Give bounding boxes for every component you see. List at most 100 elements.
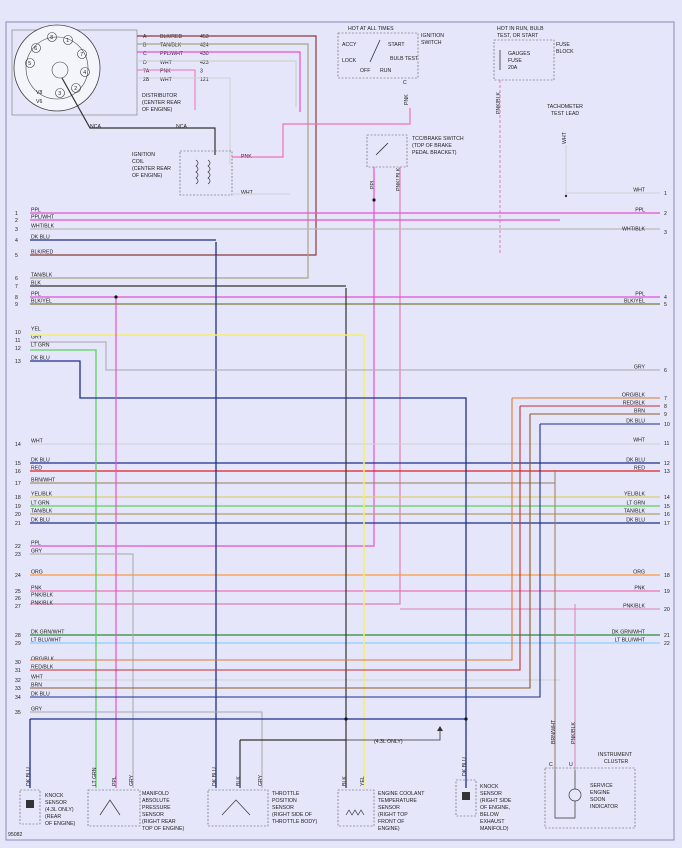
wire-pnk-3 <box>137 69 196 110</box>
coolant-temp-sensor: BLK YEL ENGINE COOLANT TEMPERATURE SENSO… <box>337 776 425 832</box>
ign-wire: PNK <box>404 94 410 105</box>
right-wire-label: ORG/BLK <box>622 393 646 399</box>
coil-label-3: (CENTER REAR <box>132 166 171 172</box>
junction-dot <box>114 295 118 299</box>
knock-right-l7: MANIFOLD) <box>480 826 509 832</box>
left-pin-number: 11 <box>15 338 20 344</box>
dist-caption-3: OF ENGINE) <box>142 107 173 113</box>
dist-v8-label: V8 <box>36 90 42 96</box>
right-wire-label: LT GRN <box>626 501 645 507</box>
left-wire-label: BLK <box>31 281 41 287</box>
wire-tan-blk <box>30 43 309 279</box>
ign-pos-run: RUN <box>380 68 391 74</box>
left-pin-number: 33 <box>15 686 21 692</box>
wire-yel-ect <box>30 334 365 788</box>
left-wire-label: PNK/BLK <box>31 593 53 599</box>
right-pin-number: 9 <box>664 412 667 418</box>
right-pin-number: 10 <box>664 422 670 428</box>
right-pin-number: 5 <box>664 302 667 308</box>
left-pin-number: 34 <box>15 695 21 701</box>
wire-red-blk <box>30 406 521 671</box>
knock-right-l1: KNOCK <box>480 784 499 790</box>
tach-label-2: TEST LEAD <box>551 111 579 117</box>
left-pin-number: 8 <box>15 295 18 301</box>
dist-pin <box>47 32 57 42</box>
wire-nca <box>61 77 216 155</box>
left-wire-label: DK BLU <box>31 518 50 524</box>
right-wire-label: PPL <box>635 208 645 214</box>
wire-gry-tps <box>30 711 263 788</box>
left-wire-label: PPL/WHT <box>31 215 55 221</box>
tcc-label-1: TCC/BRAKE SWITCH <box>412 136 464 142</box>
left-pin-number: 21 <box>15 521 21 527</box>
right-wire-label: DK GRN/WHT <box>612 630 646 636</box>
dist-term-id: 7A <box>143 68 150 74</box>
cluster-wire-2: PNK/BLK <box>571 722 577 744</box>
left-wire-label: BRN/WHT <box>31 478 56 484</box>
fuse-label-2: BLOCK <box>556 49 574 55</box>
knock-sensor-right: DK BLU KNOCK SENSOR (RIGHT SIDE OF ENGIN… <box>455 757 512 832</box>
arrow-up-icon <box>437 726 443 731</box>
ign-pos-off: OFF <box>360 68 370 74</box>
dist-pin-label: 1 <box>66 38 69 44</box>
right-pin-number: 14 <box>664 495 670 501</box>
left-wire-label: LT BLU/WHT <box>31 638 62 644</box>
instrument-cluster: INSTRUMENT CLUSTER BRN/WHT PNK/BLK C U S… <box>544 719 636 829</box>
wire-gry-map <box>30 553 134 788</box>
left-pin-number: 18 <box>15 495 21 501</box>
knock-left-l1: KNOCK <box>45 793 64 799</box>
junction-dot <box>464 717 468 721</box>
right-wire-label: PNK <box>634 586 645 592</box>
left-wire-label: GRY <box>31 707 43 713</box>
tps-l1: THROTTLE <box>272 791 300 797</box>
right-wire-label: WHT <box>633 438 646 444</box>
ect-wire-1: BLK <box>342 776 348 786</box>
left-pin-number: 14 <box>15 442 21 448</box>
right-pin-number: 18 <box>664 573 670 579</box>
ign-pos-lock: LOCK <box>342 58 357 64</box>
right-wire-label: PNK/BLK <box>623 604 645 610</box>
tcc-wire-ppl: PPL <box>370 179 376 189</box>
fuse-name-3: 20A <box>508 65 518 71</box>
right-pin-number: 3 <box>664 230 667 236</box>
left-wire-label: WHT <box>31 439 44 445</box>
left-pin-number: 2 <box>15 218 18 224</box>
cluster-l3: SOON <box>590 797 606 803</box>
ignition-switch: HOT AT ALL TIMES IGNITION SWITCH ACCY ST… <box>337 26 444 105</box>
fuse-label-1: FUSE <box>556 42 570 48</box>
left-pin-number: 27 <box>15 604 21 610</box>
dist-caption-2: (CENTER REAR <box>142 100 181 106</box>
tcc-wire-pnk: PNK/ BLK <box>396 167 402 191</box>
dist-term-num: 453 <box>200 34 209 40</box>
tps-l5: THROTTLE BODY) <box>272 819 318 825</box>
junction-dot <box>344 717 348 721</box>
footer-code: 95082 <box>8 832 23 838</box>
coil-wht-label: WHT <box>241 190 254 196</box>
right-wire-label: DK BLU <box>626 419 645 425</box>
left-pin-number: 20 <box>15 512 21 518</box>
tps-wire-2: BLK <box>236 776 242 786</box>
left-pin-number: 4 <box>15 238 18 244</box>
wire-lt-grn-map <box>30 349 97 788</box>
coil-label-2: COIL <box>132 159 144 165</box>
dist-term-num: 424 <box>200 43 209 49</box>
dist-term-num: 121 <box>200 77 209 83</box>
right-wire-label: RED/BLK <box>623 401 646 407</box>
left-wire-label: BLK/RED <box>31 250 53 256</box>
dist-term-num: 3 <box>200 68 203 74</box>
right-pin-number: 12 <box>664 461 670 467</box>
left-pin-number: 10 <box>15 330 21 336</box>
left-wire-label: TAN/BLK <box>31 509 53 515</box>
dist-term-id: C <box>143 51 147 57</box>
dist-pin-label: 7 <box>80 52 83 58</box>
right-connector-labels: 1WHT2PPL3WHT/BLK4PPL5BLK/YEL6GRY7ORG/BLK… <box>612 188 670 647</box>
wire-brn <box>30 414 531 689</box>
cluster-term-u: U <box>569 762 573 768</box>
tach-wire: WHT <box>562 131 568 144</box>
cluster-l4: INDICATOR <box>590 804 618 810</box>
fuse-name-2: FUSE <box>508 58 522 64</box>
dist-pin <box>71 83 81 93</box>
ign-label-1: IGNITION <box>421 33 444 39</box>
